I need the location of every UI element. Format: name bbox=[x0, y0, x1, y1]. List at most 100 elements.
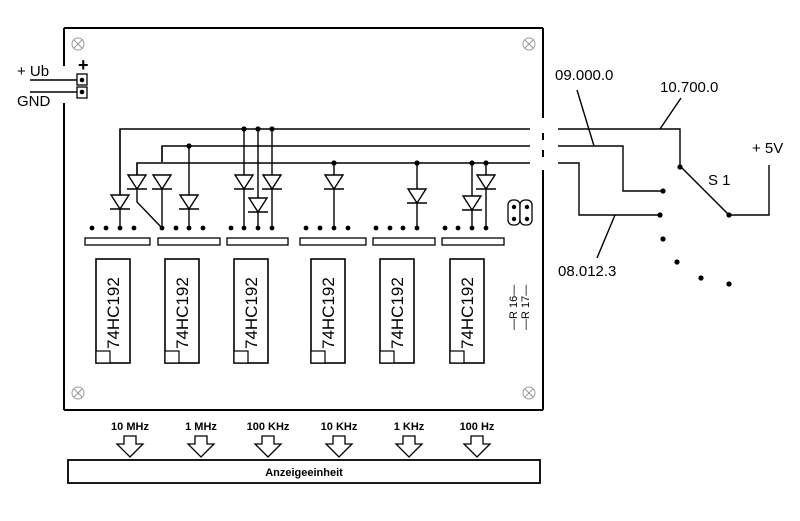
pin-dot bbox=[241, 225, 247, 231]
down-arrow-icon bbox=[115, 435, 145, 458]
pin-dot bbox=[228, 225, 234, 231]
chip-label: 74HC192 bbox=[458, 277, 477, 349]
diode-icon bbox=[261, 174, 283, 191]
mounting-hole-icon bbox=[71, 37, 85, 51]
mounting-hole-icon bbox=[522, 37, 536, 51]
plus-marker: + bbox=[78, 55, 89, 75]
chip-74hc192: 74HC192 bbox=[449, 258, 485, 364]
pin-dot bbox=[89, 225, 95, 231]
diode-icon bbox=[151, 174, 173, 191]
pin1-notch-icon bbox=[449, 350, 465, 364]
display-unit: Anzeigeeinheit bbox=[67, 459, 541, 484]
down-arrow-icon bbox=[253, 435, 283, 458]
output-0: 10 MHz bbox=[111, 421, 149, 458]
output-label: 10 KHz bbox=[321, 421, 358, 433]
pin-dot bbox=[317, 225, 323, 231]
pin-headers bbox=[84, 225, 505, 246]
chip-74hc192: 74HC192 bbox=[95, 258, 131, 364]
resistor-labels: —R 16— —R 17— bbox=[508, 285, 532, 330]
pin-dot bbox=[131, 225, 137, 231]
pin-dot bbox=[159, 225, 165, 231]
power-connector: + Ub GND + bbox=[17, 55, 89, 110]
pin-dot bbox=[200, 225, 206, 231]
chip-74hc192: 74HC192 bbox=[164, 258, 200, 364]
pin-dot bbox=[173, 225, 179, 231]
preset-09000: 09.000.0 bbox=[555, 67, 613, 84]
pin-dot bbox=[414, 225, 420, 231]
diode-icon bbox=[323, 174, 345, 191]
chip-label: 74HC192 bbox=[104, 277, 123, 349]
output-5: 100 Hz bbox=[460, 421, 495, 458]
pin-dot bbox=[303, 225, 309, 231]
pin-dot bbox=[373, 225, 379, 231]
display-label: Anzeigeeinheit bbox=[265, 467, 343, 479]
pin1-notch-icon bbox=[233, 350, 249, 364]
chip-74hc192: 74HC192 bbox=[379, 258, 415, 364]
pin-dot bbox=[103, 225, 109, 231]
pin1-notch-icon bbox=[310, 350, 326, 364]
chip-74hc192: 74HC192 bbox=[310, 258, 346, 364]
down-arrow-icon bbox=[186, 435, 216, 458]
diode-icon bbox=[406, 188, 428, 205]
chip-label: 74HC192 bbox=[173, 277, 192, 349]
mounting-hole-icon bbox=[522, 386, 536, 400]
diode-icon bbox=[126, 174, 148, 191]
output-label: 100 Hz bbox=[460, 421, 495, 433]
pin-header bbox=[226, 237, 289, 246]
chip-label: 74HC192 bbox=[388, 277, 407, 349]
diode-icon bbox=[247, 197, 269, 214]
diode-matrix bbox=[109, 129, 497, 229]
ub-label: + Ub bbox=[17, 63, 49, 80]
down-arrow-icon bbox=[324, 435, 354, 458]
pin-header bbox=[84, 237, 151, 246]
pin-dot bbox=[483, 225, 489, 231]
pin-dot bbox=[469, 225, 475, 231]
pin-dot bbox=[255, 225, 261, 231]
pin-header bbox=[441, 237, 505, 246]
pin-dot bbox=[186, 225, 192, 231]
jumper bbox=[507, 199, 533, 226]
preset-10700: 10.700.0 bbox=[660, 79, 718, 96]
pin-dot bbox=[345, 225, 351, 231]
r16-label: —R 16— bbox=[508, 285, 520, 330]
pin-dot bbox=[269, 225, 275, 231]
pin-dot bbox=[387, 225, 393, 231]
chip-label: 74HC192 bbox=[319, 277, 338, 349]
preset-08012: 08.012.3 bbox=[558, 263, 616, 280]
pin-dot bbox=[117, 225, 123, 231]
output-label: 1 KHz bbox=[394, 421, 425, 433]
chips: 74HC192 74HC192 74HC192 74HC192 74HC192 74HC1… bbox=[95, 258, 485, 364]
gnd-label: GND bbox=[17, 93, 51, 110]
supply-label: + 5V bbox=[752, 140, 783, 157]
pcb-board bbox=[63, 27, 544, 411]
down-arrow-icon bbox=[394, 435, 424, 458]
pin-header bbox=[299, 237, 367, 246]
output-4: 1 KHz bbox=[394, 421, 425, 458]
output-label: 10 MHz bbox=[111, 421, 149, 433]
mounting-hole-icon bbox=[71, 386, 85, 400]
diode-icon bbox=[109, 194, 131, 211]
diode-icon bbox=[475, 174, 497, 191]
outputs: 10 MHz 1 MHz 100 KHz 10 KHz 1 KHz 100 Hz bbox=[111, 421, 495, 458]
chip-74hc192: 74HC192 bbox=[233, 258, 269, 364]
output-1: 1 MHz bbox=[185, 421, 217, 458]
output-2: 100 KHz bbox=[247, 421, 290, 458]
switch-name: S 1 bbox=[708, 172, 731, 189]
chip-label: 74HC192 bbox=[242, 277, 261, 349]
pin-dot bbox=[400, 225, 406, 231]
output-3: 10 KHz bbox=[321, 421, 358, 458]
diode-icon bbox=[461, 195, 483, 212]
diode-icon bbox=[233, 174, 255, 191]
pin1-notch-icon bbox=[164, 350, 180, 364]
pin1-notch-icon bbox=[95, 350, 111, 364]
pin-dot bbox=[331, 225, 337, 231]
pin-header bbox=[372, 237, 436, 246]
rotary-switch-s1: S 1 + 5V 10.700.0 09.000.0 08.012.3 bbox=[555, 67, 783, 287]
pin1-notch-icon bbox=[379, 350, 395, 364]
pin-dot bbox=[442, 225, 448, 231]
r17-label: —R 17— bbox=[520, 285, 532, 330]
pin-dot bbox=[455, 225, 461, 231]
pin-header bbox=[157, 237, 221, 246]
output-label: 100 KHz bbox=[247, 421, 290, 433]
